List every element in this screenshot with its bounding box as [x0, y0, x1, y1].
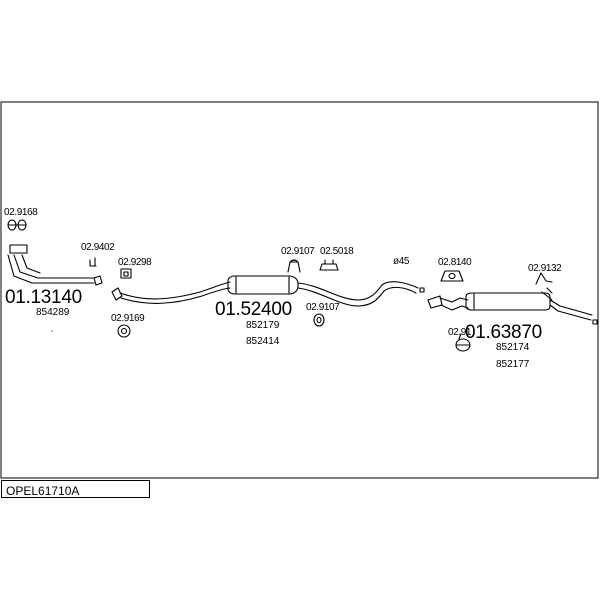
- title-box: OPEL61710A: [1, 480, 150, 498]
- gasket-9169-drawing: [117, 324, 131, 338]
- diagram-title: OPEL61710A: [6, 484, 80, 498]
- front-pipe-number: 01.13140: [5, 287, 82, 308]
- label-9169: 02.9169: [111, 313, 145, 324]
- label-9107-top: 02.9107: [281, 246, 315, 257]
- label-9132: 02.9132: [528, 263, 562, 274]
- rear-silencer-drawing: [427, 292, 598, 325]
- mount-9107-bottom-drawing: [313, 313, 325, 327]
- label-9168: 02.9168: [4, 207, 38, 218]
- label-9107-bottom: 02.9107: [306, 302, 340, 313]
- drawing-frame: [0, 101, 599, 479]
- gasket-9168-drawing: [7, 219, 27, 231]
- label-5018: 02.5018: [320, 246, 354, 257]
- hanger-9132-drawing: [535, 272, 553, 301]
- middle-silencer-ref-1: 852179: [246, 320, 280, 331]
- clamp-9402-drawing: [89, 257, 97, 267]
- rear-silencer-number: 01.63870: [465, 322, 542, 343]
- label-45: ø45: [393, 256, 410, 267]
- middle-pipe-drawing: [111, 281, 231, 304]
- middle-silencer-number: 01.52400: [215, 299, 292, 320]
- mount-9107-top-drawing: [287, 259, 301, 273]
- hanger-8140-drawing: [440, 270, 464, 282]
- middle-silencer-drawing: [227, 275, 425, 307]
- front-pipe-drawing: [7, 244, 103, 286]
- dot-mark: [51, 330, 53, 332]
- label-9298: 02.9298: [118, 257, 152, 268]
- rear-silencer-ref-2: 852177: [496, 359, 530, 370]
- clamp-91xx-drawing: [455, 333, 471, 352]
- front-pipe-ref: 854289: [36, 307, 70, 318]
- label-9402: 02.9402: [81, 242, 115, 253]
- label-8140: 02.8140: [438, 257, 472, 268]
- clamp-9298-drawing: [120, 268, 132, 279]
- middle-silencer-ref-2: 852414: [246, 336, 280, 347]
- mount-5018-drawing: [319, 259, 339, 271]
- rear-silencer-ref-1: 852174: [496, 342, 530, 353]
- label-91xx: 02.91: [448, 327, 472, 338]
